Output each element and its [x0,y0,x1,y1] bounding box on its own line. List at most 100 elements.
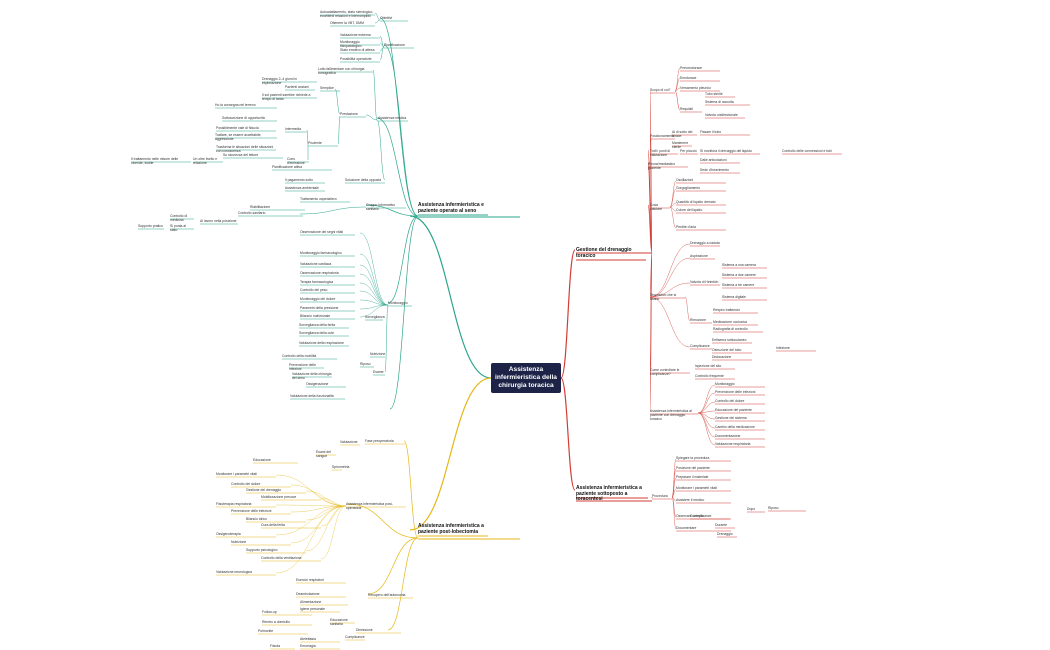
topic-red-rim_items-0[interactable]: Respiro trattenuto [713,308,740,312]
topic-yellow-assist_items-9[interactable]: Nutrizione [231,540,247,544]
topic-teal-obiettivi-items-0[interactable]: Autoadattamento, stato sierologico, ecce… [320,10,374,18]
topic-teal-monit_items-1[interactable]: Monitoraggio farmacologico [300,251,342,255]
topic-red-cosa_items-3[interactable]: Colore del liquido [676,208,703,212]
topic-red-dispositivo[interactable]: Dispositivo che si usano [650,293,677,301]
topic-teal-lab2_items-3[interactable]: Controllo della mobilità [282,354,317,358]
topic-yellow-assist_items-1[interactable]: Controllo del dolore [231,482,261,486]
topic-teal-tubi-consigli[interactable]: Cons d'emissione [287,157,305,165]
topic-teal-tubi-drenaggio[interactable]: Drenaggio 2–4 giorni in esplorazione [262,77,298,85]
topic-yellow-resp_items-1[interactable]: Deambulazione [296,592,320,596]
topic-teal-monit_items-6[interactable]: Monitoraggio del dolore [300,297,336,301]
topic-yellow-dim[interactable]: Dimissione [356,628,373,632]
topic-red2-proc_items-4[interactable]: Assistere il medico [676,498,705,502]
topic-teal-tubi-semplice_items-1[interactable]: Il sol pazienti sarebbe richiede a tempo… [262,93,311,101]
topic-red-come_items-0[interactable]: Ispezione del sito [695,364,722,368]
topic-teal-lab_items-3[interactable]: Supporto pratico [138,224,163,228]
topic-red-assist_items-5[interactable]: Cambio della medicazione [715,425,755,429]
topic-red-pleura_items-1[interactable]: Sede d'inserimento [700,168,729,172]
topic-red-come_items-1[interactable]: Controllo frequente [695,374,724,378]
topic-teal-bottom_items-1[interactable]: Valutazione della chirurgia del seno [292,372,332,380]
topic-red2-sub-2[interactable]: Controllo [690,514,704,518]
topic-red-posiz_items-0[interactable]: Al di sotto del torace [672,130,693,138]
topic-teal-monit_items-3[interactable]: Osservazione respiratoria [300,271,339,275]
topic-teal-pianificazione-items-2[interactable]: Stato emotivo di attesa [340,48,375,52]
topic-red-posiz[interactable]: Posizionamento [650,134,675,138]
topic-teal-ric[interactable]: Riposo [360,362,371,366]
topic-yellow-assist_items-11[interactable]: Controllo della ventilazione [261,556,302,560]
topic-red-complic[interactable]: Complicanze [690,344,710,348]
topic-yellow-pre_items-0[interactable]: Valutazione [340,440,358,444]
topic-yellow-complic[interactable]: Complicanze [345,635,365,639]
topic-yellow-compl_items-1[interactable]: Atelettasia [300,637,316,641]
topic-yellow-resp[interactable]: Recupero dell'autonomia [368,593,406,597]
topic-red-cosa_items-1[interactable]: Gorgogliamento [676,186,701,190]
topic-red-cosa_items-4[interactable]: Perdite d'aria [676,225,696,229]
topic-red-scopo_items-2[interactable]: Versamento pleurico [680,86,711,90]
topic-red-requisiti[interactable]: Requisiti [680,107,694,111]
topic-teal-labelsA-3[interactable]: Controllo sanitario [238,211,266,215]
topic-yellow-assist_items-8[interactable]: Ossigenoterapia [216,532,241,536]
topic-red-disp_items-2[interactable]: Valvola di Heimlich [690,280,719,284]
topic-teal-gruppo[interactable]: Gruppo Informativo sanitario [366,203,396,211]
topic-teal-tubi-lesione4[interactable]: Il pagamento sotto [285,178,313,182]
topic-red-disp_sub-1[interactable]: Sistema a due camere [722,273,756,277]
topic-red2-sub-1[interactable]: Riposo [768,506,779,510]
topic-red-assist_items-4[interactable]: Gestione del sistema [715,416,747,420]
topic-red-req_items-2[interactable]: Valvola unidirezionale [705,113,738,117]
topic-teal-pianificazione-items-0[interactable]: Valutazione estrema [340,33,371,37]
topic-teal-esame[interactable]: Esame [373,370,384,374]
topic-teal-bottom_items-0[interactable]: Prevenzione delle infezioni [289,363,316,371]
topic-red-rim_items-2[interactable]: Radiografia di controllo [713,327,748,331]
central-topic[interactable]: Assistenza infermieristica della chirurg… [491,363,561,393]
topic-teal-tubi-prestazione_items-0[interactable]: Trattare, se essere accettabile, aggress… [215,133,262,141]
topic-teal-pianificazione-items-1[interactable]: Monitoraggio fisiopatologico [340,40,362,48]
topic-red-compl_items-1[interactable]: Ostruzione del tubo [712,348,742,352]
topic-red-assist_items-1[interactable]: Prevenzione delle infezioni [715,390,756,394]
topic-teal-bottom_items-3[interactable]: Valutazione della funzionalità [290,394,334,398]
topic-red2-sub-3[interactable]: Durante [715,523,728,527]
topic-teal-tubi-consigli_items-1[interactable]: Un oltre livello e relazione [193,157,218,165]
topic-red-posiz_items-1[interactable]: Mantenere sterile [672,141,689,149]
topic-yellow-assist_items-12[interactable]: Valutazione neurologica [216,570,252,574]
topic-teal-tubi-interm_items-0[interactable]: Ho la consegna nel terreno [215,103,256,107]
topic-red-disp_sub-3[interactable]: Sistema digitale [722,295,746,299]
topic-yellow-dim_items-1[interactable]: Follow-up [262,610,277,614]
topic-teal-labelsA-0[interactable]: Assistenza ambientale [285,186,319,190]
topic-yellow-compl_items-2[interactable]: Emorragia [300,644,316,648]
topic-teal-bottom_items-2[interactable]: Ossigenazione [306,382,329,386]
topic-yellow-assist_items-3[interactable]: Mobilizzazione precoce [261,495,297,499]
topic-teal-nutr[interactable]: Nutrizione [370,352,386,356]
topic-red2-proc_items-0[interactable]: Spiegare la procedura [676,456,710,460]
topic-teal-obiettivi-label[interactable]: Obiettivi [380,16,393,20]
topic-teal-tubi-top[interactable]: Lotto fallimentare con chirurgia tomogra… [318,67,365,75]
topic-red2-procedure[interactable]: Procedura [652,494,668,498]
topic-teal-tubi-lesione2[interactable]: Soluzione della opposta [345,178,382,182]
topic-teal-monit_items-8[interactable]: Bilancio nutrizionale [300,314,331,318]
topic-yellow-compl_items-3[interactable]: Fistola [270,644,280,648]
topic-red2-sub-4[interactable]: Drenaggio [717,532,733,536]
topic-red-disp_sub-0[interactable]: Sistema a una camera [722,263,756,267]
topic-teal-monitoraggio[interactable]: Monitoraggio [388,301,408,305]
topic-red-assist[interactable]: Assistenza infermieristica al paziente c… [650,409,692,421]
topic-red2-title[interactable]: Assistenza infermieristica a paziente so… [576,485,642,503]
topic-teal-tubi-interm_items-1[interactable]: Sottoscrizione di opportunità [222,116,265,120]
topic-red2-proc_items-3[interactable]: Monitorare i parametri vitali [676,486,717,490]
topic-teal-pianificazione-label[interactable]: Pianificazione [384,43,405,47]
topic-teal-monit_items-4[interactable]: Terapia farmacologica [300,280,334,284]
topic-teal-tubi-interm_items-2[interactable]: Possibilmente vale di fiducia [216,126,259,130]
topic-red-cosa[interactable]: Cosa valutare [650,203,663,211]
topic-red-title[interactable]: Gestione del drenaggio toracico [576,247,632,259]
topic-red-pleura_items-0[interactable]: Dalle articolazioni [700,158,727,162]
topic-red-cosa_items-0[interactable]: Oscillazioni [676,178,694,182]
topic-red-cosa_items-2[interactable]: Quantità di liquido drenato [676,200,716,204]
topic-yellow-assist_items-10[interactable]: Supporto psicologico [246,548,278,552]
topic-teal-tubi-prudente[interactable]: Prudente [308,141,322,145]
topic-yellow-pre_items-3[interactable]: Spirometria [332,465,350,469]
topic-yellow-assist_items-7[interactable]: Cura della ferita [261,523,285,527]
topic-yellow-resp_items-3[interactable]: Igiene personale [300,607,326,611]
topic-red-pleura[interactable]: Pleura/mediastino paziente [648,162,676,170]
topic-red-rimozione[interactable]: Rimozione [690,318,707,322]
topic-yellow-pre_items-1[interactable]: Esami del sangue [316,450,331,458]
topic-teal-obiettivi-items-1[interactable]: Ottenere la VBT, DMM [330,21,364,25]
topic-teal-monit_items-0[interactable]: Osservazione dei segni vitali [300,230,343,234]
